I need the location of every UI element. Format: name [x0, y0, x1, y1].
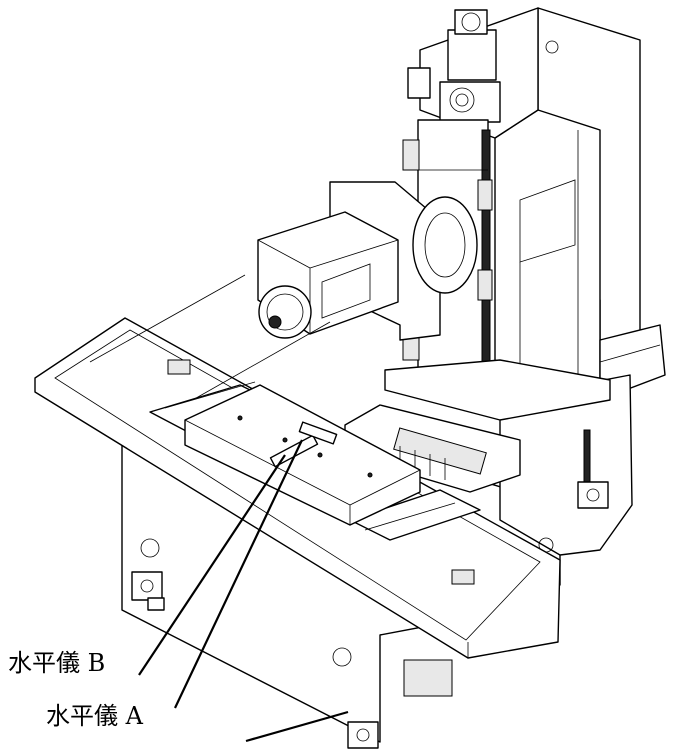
label-level-b: 水平儀 B	[8, 649, 106, 677]
label-level-a: 水平儀 A	[46, 702, 143, 730]
table-saddle	[184, 384, 421, 526]
leveling-feet	[131, 481, 609, 749]
leader-line-foot	[245, 710, 349, 743]
leader-line-level-a	[174, 439, 303, 709]
y-axis-saddle	[344, 359, 611, 493]
spindle-headstock	[257, 181, 478, 341]
z-axis-motor	[407, 9, 501, 123]
leader-line-level-b	[138, 454, 286, 676]
